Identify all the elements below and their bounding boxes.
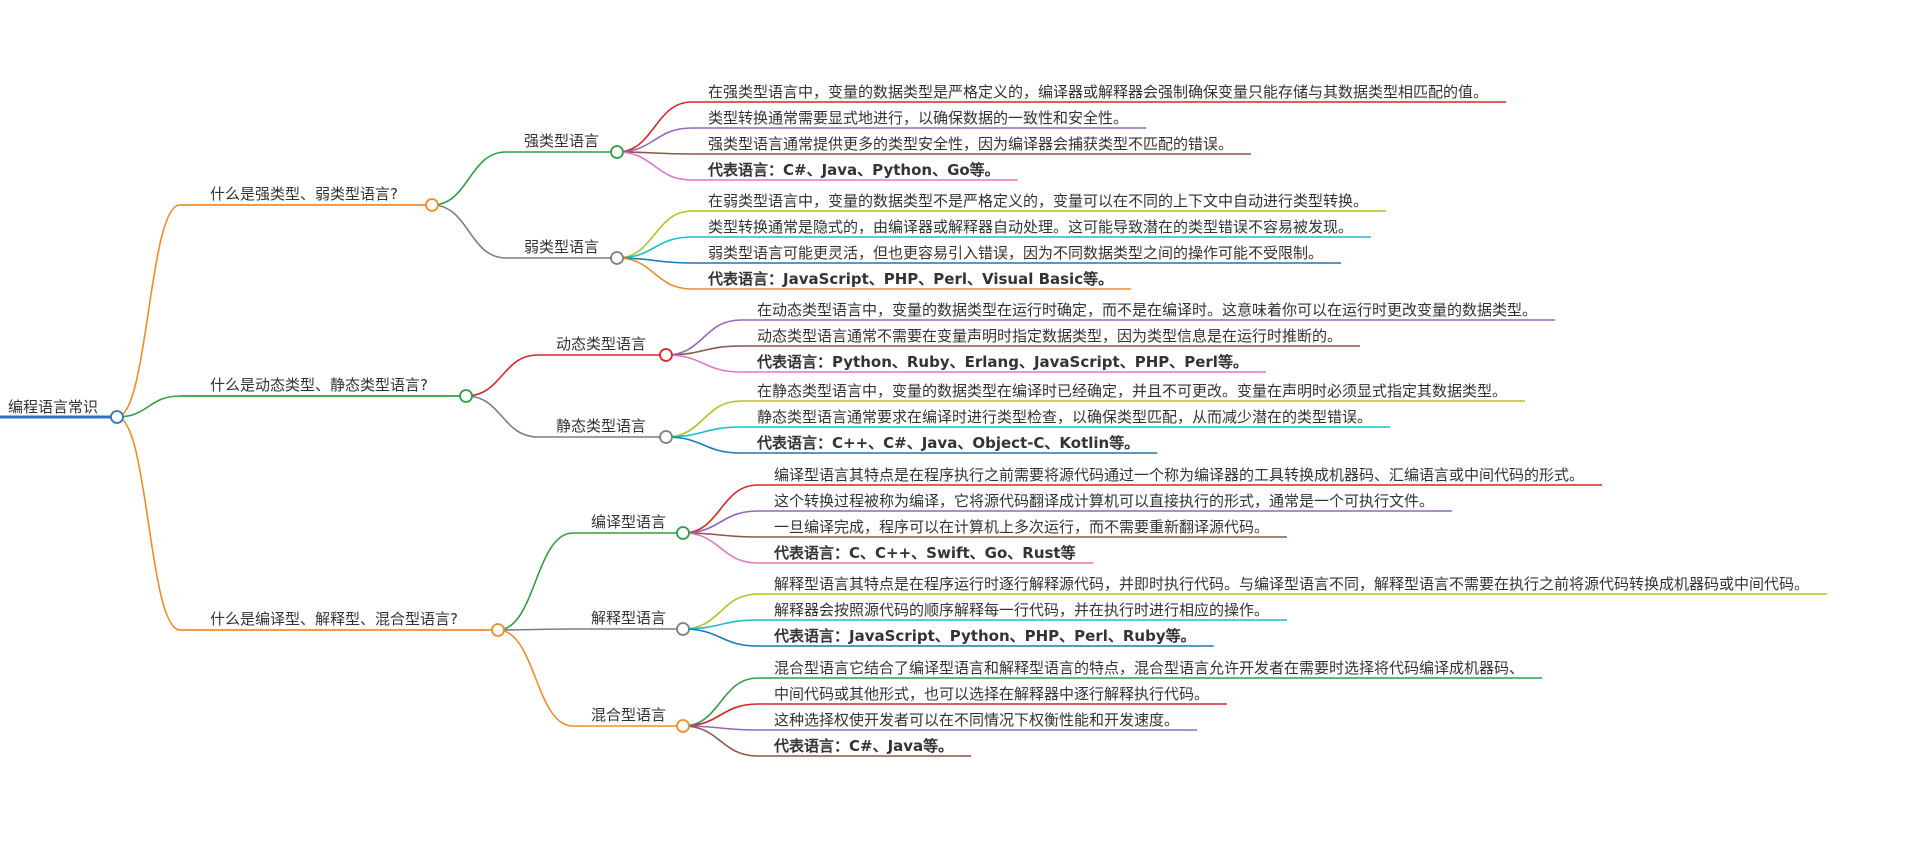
leaf-text-0-0-3: 代表语言：C#、Java、Python、Go等。 (707, 161, 1000, 179)
sub-node-toggle-2-2[interactable] (676, 719, 690, 733)
leaf-text-1-1-2: 代表语言：C++、C#、Java、Object-C、Kotlin等。 (756, 434, 1139, 452)
sub-node-label-2-2: 混合型语言 (591, 706, 666, 724)
branch-node-toggle-0[interactable] (425, 198, 439, 212)
sub-node-label-2-1: 解释型语言 (591, 609, 666, 627)
leaf-text-1-1-0: 在静态类型语言中，变量的数据类型在编译时已经确定，并且不可更改。变量在声明时必须… (757, 382, 1507, 400)
sub-connector-0-1 (431, 204, 507, 259)
leaf-text-2-0-2: 一旦编译完成，程序可以在计算机上多次运行，而不需要重新翻译源代码。 (774, 518, 1269, 536)
sub-node-toggle-1-0[interactable] (659, 348, 673, 362)
leaf-text-2-1-1: 解释器会按照源代码的顺序解释每一行代码，并在执行时进行相应的操作。 (774, 601, 1269, 619)
leaf-connector-0-0-1 (616, 127, 693, 153)
leaf-connector-2-0-1 (682, 510, 759, 534)
leaf-connector-0-1-0 (616, 210, 693, 259)
leaf-text-2-2-0: 混合型语言它结合了编译型语言和解释型语言的特点，混合型语言允许开发者在需要时选择… (774, 659, 1524, 677)
leaf-connector-2-2-1 (682, 703, 759, 727)
leaf-text-0-1-0: 在弱类型语言中，变量的数据类型不是严格定义的，变量可以在不同的上下文中自动进行类… (708, 192, 1368, 210)
branch-connector-1 (116, 395, 181, 418)
branch-node-toggle-1[interactable] (459, 389, 473, 403)
leaf-text-1-1-1: 静态类型语言通常要求在编译时进行类型检查，以确保类型匹配，从而减少潜在的类型错误… (757, 408, 1372, 426)
sub-node-label-0-0: 强类型语言 (524, 132, 599, 150)
leaf-connector-1-0-2 (665, 354, 742, 373)
leaf-connector-1-1-2 (665, 436, 742, 454)
branch-label-2: 什么是编译型、解释型、混合型语言? (210, 610, 458, 628)
sub-connector-0-0 (431, 151, 507, 206)
leaf-text-2-0-0: 编译型语言其特点是在程序执行之前需要将源代码通过一个称为编译器的工具转换成机器码… (774, 466, 1584, 484)
branch-connector-2 (116, 416, 181, 631)
branch-label-0: 什么是强类型、弱类型语言? (210, 185, 398, 203)
sub-node-toggle-1-1[interactable] (659, 430, 673, 444)
leaf-text-0-0-1: 类型转换通常需要显式地进行，以确保数据的一致性和安全性。 (708, 109, 1128, 127)
sub-node-label-0-1: 弱类型语言 (524, 238, 599, 256)
leaf-text-1-0-1: 动态类型语言通常不需要在变量声明时指定数据类型，因为类型信息是在运行时推断的。 (757, 327, 1342, 345)
leaf-connector-2-2-3 (682, 725, 759, 757)
leaf-text-0-0-0: 在强类型语言中，变量的数据类型是严格定义的，编译器或解释器会强制确保变量只能存储… (708, 83, 1488, 101)
branch-label-1: 什么是动态类型、静态类型语言? (210, 376, 428, 394)
sub-connector-2-0 (497, 532, 574, 631)
leaf-text-2-2-1: 中间代码或其他形式，也可以选择在解释器中逐行解释执行代码。 (774, 685, 1209, 703)
sub-node-label-1-0: 动态类型语言 (556, 335, 646, 353)
leaf-connector-0-1-1 (616, 236, 693, 259)
leaf-text-0-1-1: 类型转换通常是隐式的，由编译器或解释器自动处理。这可能导致潜在的类型错误不容易被… (708, 218, 1353, 236)
leaf-text-2-1-2: 代表语言：JavaScript、Python、PHP、Perl、Ruby等。 (773, 627, 1196, 645)
leaf-connector-2-1-0 (682, 593, 759, 630)
sub-node-toggle-2-1[interactable] (676, 622, 690, 636)
sub-node-toggle-2-0[interactable] (676, 526, 690, 540)
leaf-connector-2-1-2 (682, 628, 759, 647)
branch-node-toggle-2[interactable] (491, 623, 505, 637)
leaf-connector-2-0-3 (682, 532, 759, 564)
leaf-connector-2-0-0 (682, 484, 759, 534)
leaf-connector-0-0-0 (616, 101, 693, 153)
leaf-text-2-2-3: 代表语言：C#、Java等。 (773, 737, 953, 755)
sub-connector-1-0 (465, 354, 539, 397)
leaf-connector-2-2-0 (682, 677, 759, 727)
leaf-connector-1-1-0 (665, 400, 742, 438)
sub-node-label-1-1: 静态类型语言 (556, 417, 646, 435)
branch-connector-0 (116, 204, 181, 418)
leaf-connector-1-0-0 (665, 319, 742, 356)
sub-node-label-2-0: 编译型语言 (591, 513, 666, 531)
leaf-text-0-1-2: 弱类型语言可能更灵活，但也更容易引入错误，因为不同数据类型之间的操作可能不受限制… (708, 244, 1323, 262)
leaf-text-0-0-2: 强类型语言通常提供更多的类型安全性，因为编译器会捕获类型不匹配的错误。 (708, 135, 1233, 153)
root-node-toggle[interactable] (110, 410, 124, 424)
sub-connector-2-1 (497, 628, 574, 631)
leaf-connector-0-1-3 (616, 257, 693, 290)
sub-node-toggle-0-1[interactable] (610, 251, 624, 265)
leaf-text-2-2-2: 这种选择权使开发者可以在不同情况下权衡性能和开发速度。 (774, 711, 1179, 729)
leaf-text-2-1-0: 解释型语言其特点是在程序运行时逐行解释源代码，并即时执行代码。与编译型语言不同，… (774, 575, 1809, 593)
leaf-text-0-1-3: 代表语言：JavaScript、PHP、Perl、Visual Basic等。 (707, 270, 1113, 288)
sub-connector-2-2 (497, 629, 574, 727)
leaf-text-2-0-1: 这个转换过程被称为编译，它将源代码翻译成计算机可以直接执行的形式，通常是一个可执… (774, 492, 1434, 510)
root-node-label: 编程语言常识 (8, 398, 98, 416)
sub-connector-1-1 (465, 395, 539, 438)
leaf-text-1-0-2: 代表语言：Python、Ruby、Erlang、JavaScript、PHP、P… (756, 353, 1248, 371)
leaf-text-1-0-0: 在动态类型语言中，变量的数据类型在运行时确定，而不是在编译时。这意味着你可以在运… (757, 301, 1537, 319)
leaf-connector-0-0-3 (616, 151, 693, 181)
leaf-text-2-0-3: 代表语言：C、C++、Swift、Go、Rust等 (773, 544, 1076, 562)
sub-node-toggle-0-0[interactable] (610, 145, 624, 159)
